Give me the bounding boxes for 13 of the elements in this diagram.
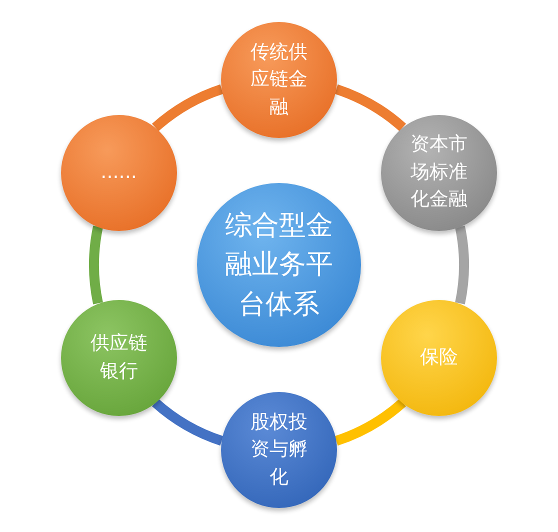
ring-arc [334,84,406,132]
circle-label: 保险 [419,344,460,370]
ring-arc [152,84,224,132]
circle-label: ...... [100,160,138,185]
circle-label: 股权投资与孵化 [250,410,308,490]
circle-label: 综合型金融业务平台体系 [224,209,334,322]
ring-arc [89,226,103,304]
circle-label: 供应链银行 [89,330,148,384]
circle-label: 资本市场标准化金融 [410,132,469,212]
ring-arc [455,226,469,304]
ring-arc [152,398,224,446]
circle-label: 传统供应链金融 [250,40,308,120]
ring-arc [334,398,406,446]
